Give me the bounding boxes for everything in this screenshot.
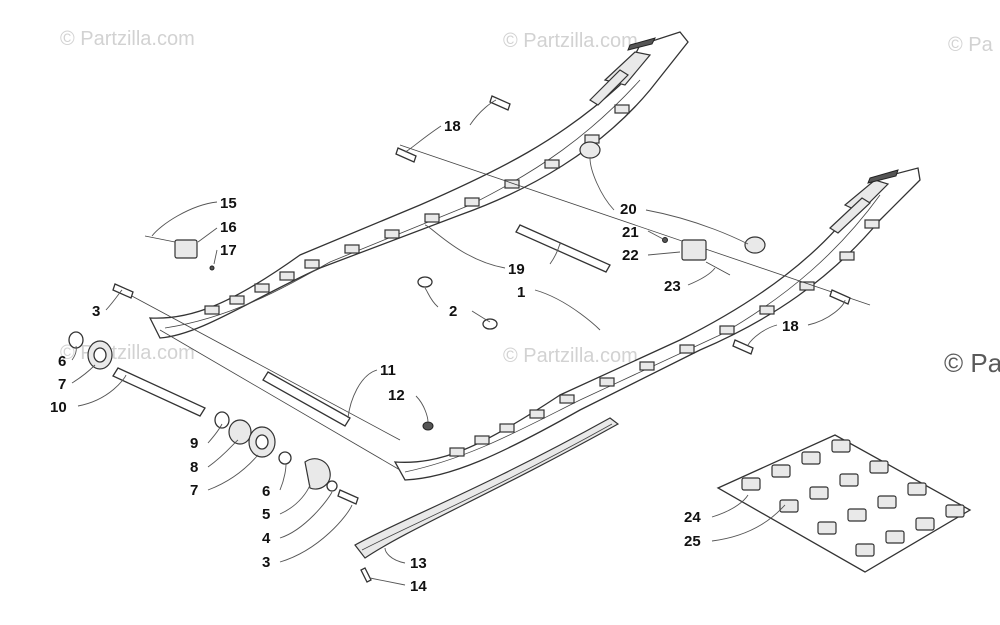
callout-18: 18 (444, 118, 461, 135)
watermark: © Partzilla.com (503, 345, 638, 367)
callout-18: 18 (782, 318, 799, 335)
callout-7: 7 (190, 482, 198, 499)
bushings-20 (579, 141, 766, 254)
callout-6: 6 (58, 353, 66, 370)
bolt-3-upper (112, 283, 134, 299)
callout-9: 9 (190, 435, 198, 452)
bolt-12 (422, 421, 434, 431)
callout-24: 24 (684, 509, 701, 526)
callout-14: 14 (410, 578, 427, 595)
callout-5: 5 (262, 506, 270, 523)
callout-6: 6 (262, 483, 270, 500)
washer-2-upper (417, 276, 433, 288)
callout-23: 23 (664, 278, 681, 295)
callout-15: 15 (220, 195, 237, 212)
callout-17: 17 (220, 242, 237, 259)
leader-lines (71, 99, 846, 586)
cross-shaft-11 (262, 371, 351, 427)
slide-strip (354, 417, 620, 583)
callout-2: 2 (449, 303, 457, 320)
callout-19: 19 (508, 261, 525, 278)
watermark: © Partzilla.com (60, 28, 195, 50)
callout-10: 10 (50, 399, 67, 416)
bumper-16 (144, 235, 215, 271)
callout-16: 16 (220, 219, 237, 236)
watermark: © Partzilla.com (503, 30, 638, 52)
callout-3: 3 (262, 554, 270, 571)
left-axle-assembly (68, 331, 359, 505)
rear-rail (148, 31, 689, 339)
bolts-18 (395, 95, 851, 355)
callout-25: 25 (684, 533, 701, 550)
callout-4: 4 (262, 530, 271, 547)
track-clips (716, 434, 972, 573)
callout-3: 3 (92, 303, 100, 320)
callout-20: 20 (620, 201, 637, 218)
callout-labels: 18 20 21 22 19 1 23 2 18 15 16 17 3 6 7 … (50, 118, 799, 595)
watermark: © Pa (944, 348, 1000, 378)
cross-shaft-19 (515, 224, 611, 273)
front-rail (393, 167, 921, 481)
washer-2-lower (482, 318, 498, 330)
watermark: © Pa (948, 34, 993, 56)
callout-11: 11 (380, 362, 396, 379)
cross-shafts (129, 144, 871, 471)
callout-8: 8 (190, 459, 198, 476)
callout-21: 21 (622, 224, 639, 241)
callout-7: 7 (58, 376, 66, 393)
callout-1: 1 (517, 284, 525, 301)
bumper-22 (662, 237, 731, 276)
callout-13: 13 (410, 555, 427, 572)
callout-22: 22 (622, 247, 639, 264)
callout-12: 12 (388, 387, 405, 404)
